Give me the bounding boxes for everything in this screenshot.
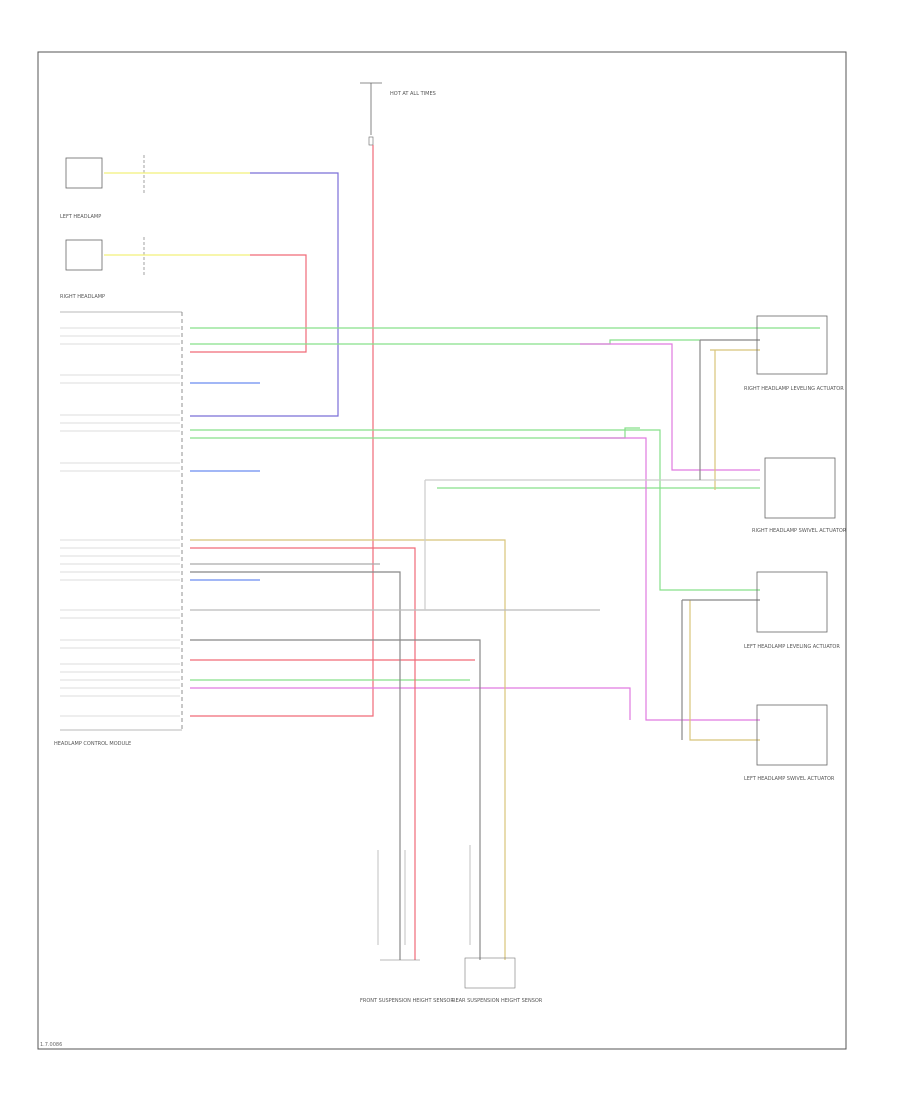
- right-headlamp-top: RIGHT HEADLAMP: [60, 237, 145, 300]
- control-module-label: HEADLAMP CONTROL MODULE: [54, 741, 131, 747]
- diagram-code: 1.7.0086: [40, 1042, 62, 1048]
- wire-red-trunk: [190, 145, 374, 717]
- right-actuator-2-label: RIGHT HEADLAMP SWIVEL ACTUATOR: [752, 528, 847, 534]
- wire-magenta-2: [580, 437, 760, 721]
- rear-suspension-sensor: REAR SUSPENSION HEIGHT SENSOR: [452, 845, 543, 1004]
- wire-green-4: [190, 427, 640, 439]
- wire-magenta-3: [190, 687, 631, 720]
- wire-gray-2: [190, 571, 401, 960]
- right-actuator-1-label: RIGHT HEADLAMP LEVELING ACTUATOR: [744, 386, 844, 392]
- control-module: HEADLAMP CONTROL MODULE: [54, 311, 183, 747]
- left-headlamp-top-label: LEFT HEADLAMP: [60, 214, 101, 220]
- diagram-frame: [37, 51, 847, 1050]
- wire-red-2: [190, 547, 416, 960]
- rear-sensor-label: REAR SUSPENSION HEIGHT SENSOR: [452, 998, 543, 1004]
- wire-gray-3: [190, 639, 481, 960]
- wire-green-3: [190, 429, 760, 591]
- wire-green-2: [190, 339, 700, 345]
- wire-tan-1: [190, 539, 506, 960]
- left-actuator-2-label: LEFT HEADLAMP SWIVEL ACTUATOR: [744, 776, 835, 782]
- top-fuse-label: HOT AT ALL TIMES: [390, 91, 436, 97]
- wire-tan-4: [689, 600, 760, 741]
- left-actuator-2: LEFT HEADLAMP SWIVEL ACTUATOR: [744, 704, 835, 782]
- right-actuator-2: RIGHT HEADLAMP SWIVEL ACTUATOR: [752, 457, 847, 534]
- wires: [104, 145, 820, 960]
- front-suspension-sensor: FRONT SUSPENSION HEIGHT SENSOR: [360, 850, 454, 1004]
- left-actuator-1-label: LEFT HEADLAMP LEVELING ACTUATOR: [744, 644, 840, 650]
- right-actuator-1: RIGHT HEADLAMP LEVELING ACTUATOR: [744, 315, 844, 392]
- left-headlamp-top: LEFT HEADLAMP: [60, 155, 145, 220]
- left-actuator-1: LEFT HEADLAMP LEVELING ACTUATOR: [744, 571, 840, 650]
- wire-red-right-headlamp: [190, 254, 307, 353]
- front-sensor-label: FRONT SUSPENSION HEIGHT SENSOR: [360, 998, 454, 1004]
- wire-magenta-1: [580, 343, 760, 471]
- top-fuse: HOT AT ALL TIMES: [360, 82, 436, 146]
- right-headlamp-top-label: RIGHT HEADLAMP: [60, 294, 105, 300]
- wire-purple: [190, 172, 339, 417]
